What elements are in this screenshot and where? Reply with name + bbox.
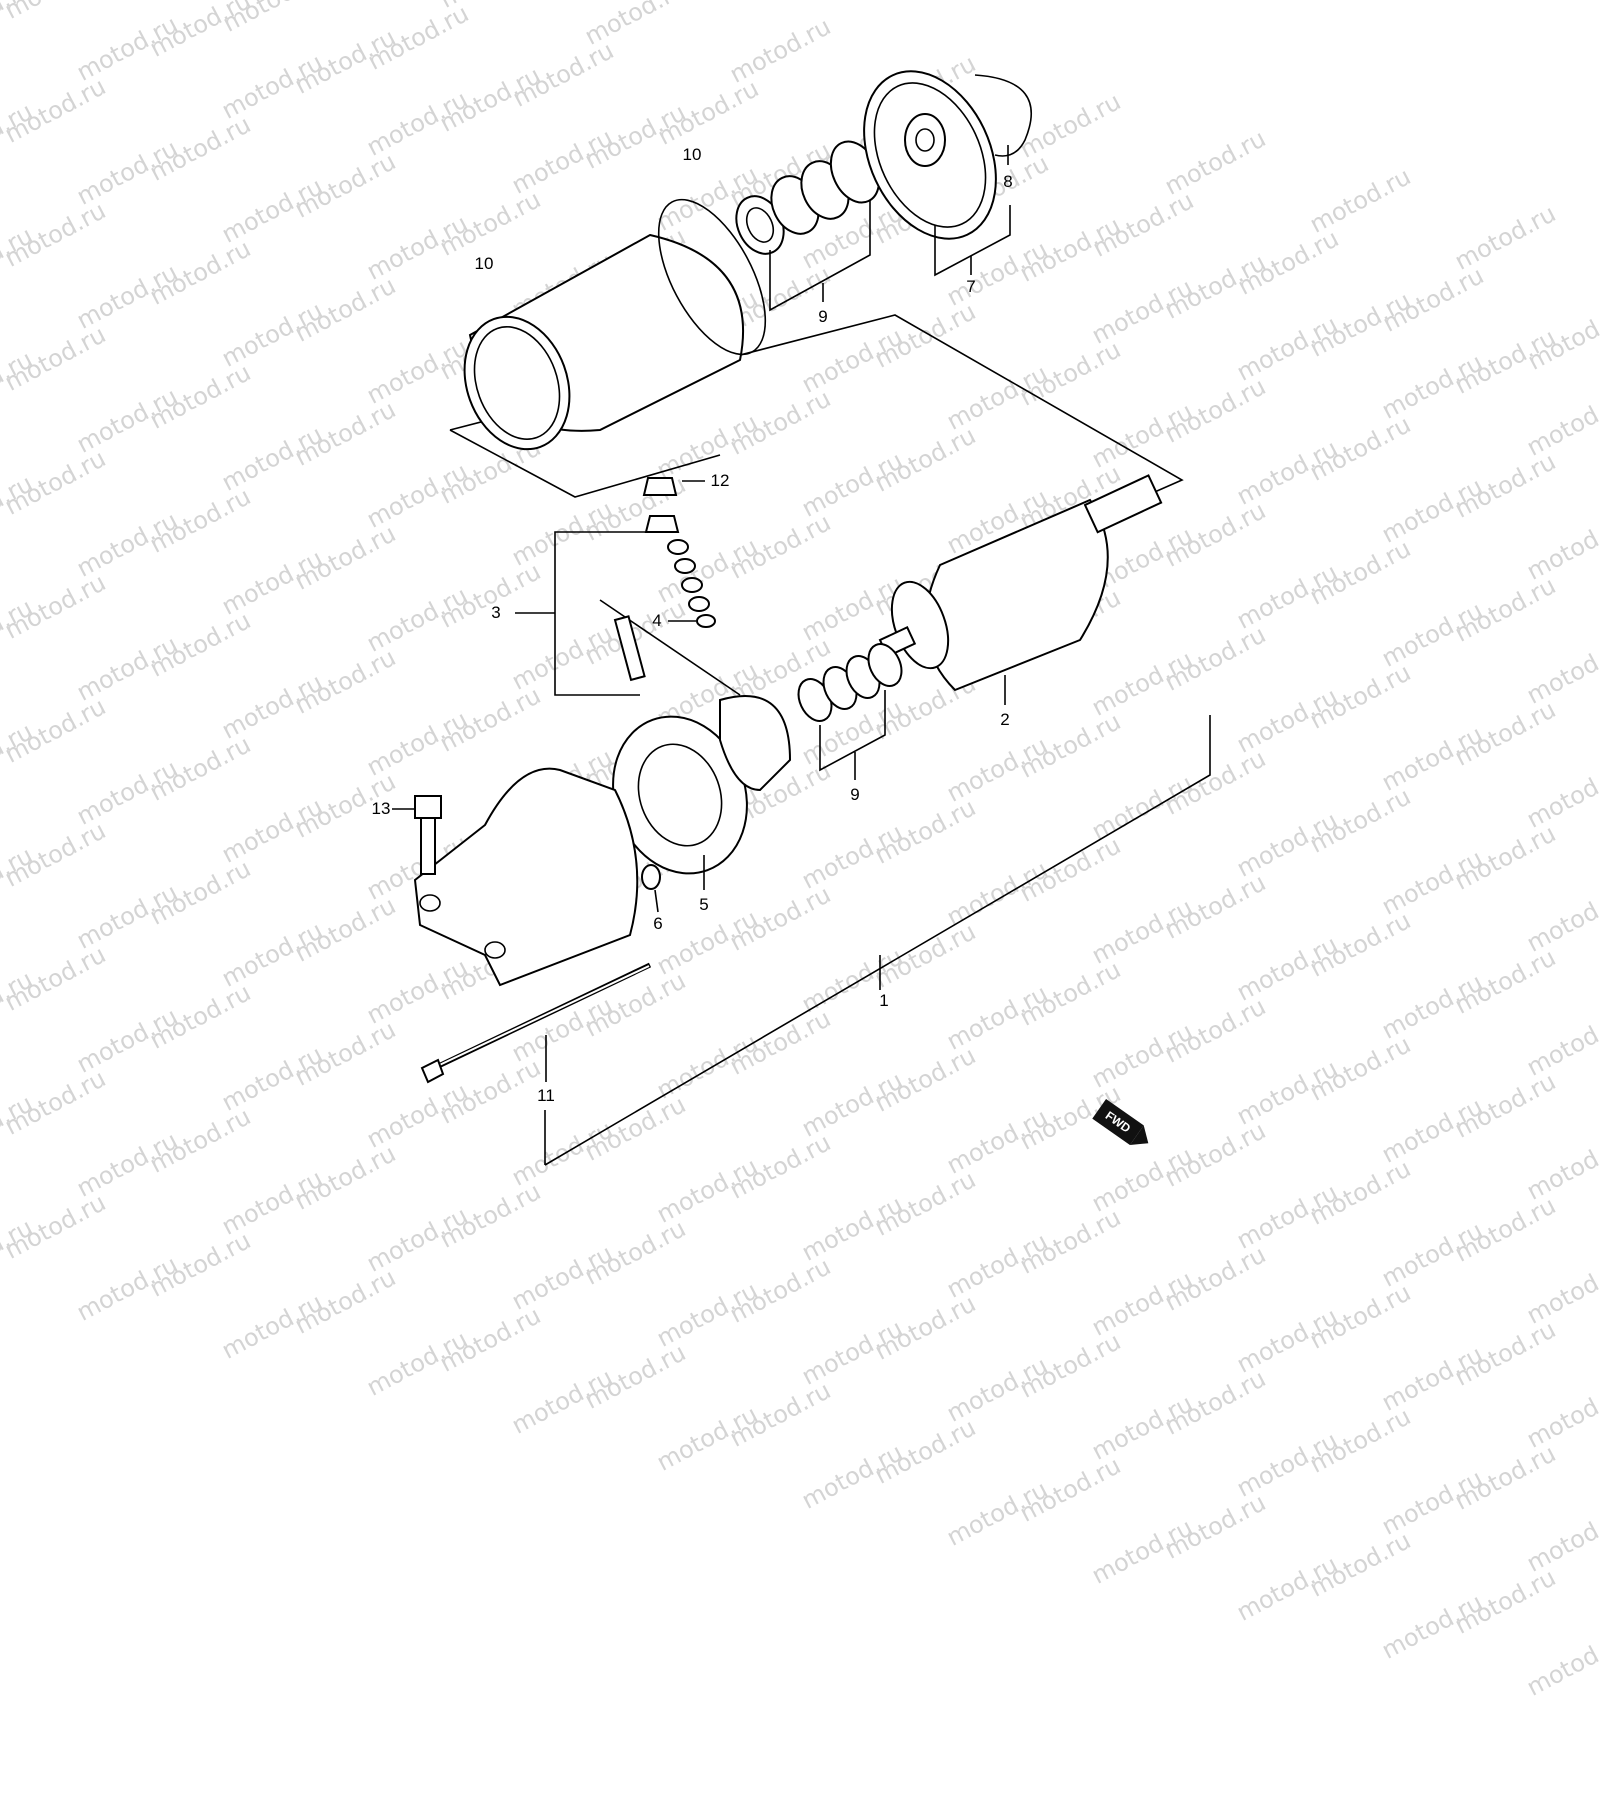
callout-c9a: 9 [818,307,827,327]
watermark-text: motod.ru [1377,1588,1487,1664]
watermark-text: motod.ru [1160,1488,1270,1564]
watermark-text: motod.ru [1160,1364,1270,1440]
watermark-text: motod.ru [1015,1327,1125,1403]
washer-set-bottom [792,639,908,727]
watermark-text: motod.ru [1305,1278,1415,1354]
watermark-text: motod.ru [1595,1353,1600,1429]
watermark-text: motod.ru [290,1263,400,1339]
watermark-text: motod.ru [1450,1439,1560,1515]
watermark-text: motod.ru [1595,1229,1600,1305]
watermark-text: motod.ru [1087,1513,1197,1589]
watermark-text: motod.ru [1015,1451,1125,1527]
watermark-text: motod.ru [1087,1389,1197,1465]
through-bolt-head [422,1060,443,1082]
drive-end-housing [415,769,637,985]
watermark-text: motod.ru [1522,1625,1600,1701]
callout-c2: 2 [1000,710,1009,730]
callout-c8: 8 [1003,172,1012,192]
callout-c12: 12 [711,471,730,491]
watermark-text: motod.ru [1450,1315,1560,1391]
watermark-text: motod.ru [942,1475,1052,1551]
watermark-text: motod.ru [1522,1253,1600,1329]
callout-c10a: 10 [683,145,702,165]
watermark-text: motod.ru [1595,1601,1600,1677]
watermark-text: motod.ru [1305,1526,1415,1602]
watermark-text: motod.ru [580,1338,690,1414]
watermark-text: motod.ru [435,1301,545,1377]
watermark-text: motod.ru [652,1400,762,1476]
callout-c6: 6 [653,914,662,934]
watermark-text: motod.ru [217,1288,327,1364]
callout-c4: 4 [652,611,661,631]
callout-c9b: 9 [850,785,859,805]
watermark-text: motod.ru [362,1325,472,1401]
watermark-text: motod.ru [362,1201,472,1277]
watermark-text: motod.ru [1232,1426,1342,1502]
watermark-text: motod.ru [942,1351,1052,1427]
callout-c5: 5 [699,895,708,915]
starter-motor-exploded-diagram [0,0,1600,1200]
callout-c10b: 10 [475,254,494,274]
watermark-text: motod.ru [1232,1550,1342,1626]
watermark-text: motod.ru [725,1376,835,1452]
callout-c11: 11 [537,1086,555,1106]
washer-set-top [727,134,888,262]
callout-c7: 7 [966,277,975,297]
watermark-text: motod.ru [870,1289,980,1365]
watermark-text: motod.ru [1377,1464,1487,1540]
watermark-text: motod.ru [1015,1203,1125,1279]
watermark-text: motod.ru [72,1250,182,1326]
watermark-text: motod.ru [652,1276,762,1352]
callout-c1: 1 [879,991,888,1011]
watermark-text: motod.ru [1450,1563,1560,1639]
terminal-nut-and-washers [615,478,715,680]
watermark-text: motod.ru [145,1226,255,1302]
callout-c3: 3 [491,603,500,623]
callout-c13: 13 [372,799,391,819]
watermark-text: motod.ru [1160,1240,1270,1316]
watermark-text: motod.ru [1305,1402,1415,1478]
watermark-text: motod.ru [580,1214,690,1290]
watermark-text: motod.ru [797,1438,907,1514]
watermark-text: motod.ru [1522,1501,1600,1577]
watermark-text: motod.ru [1595,1477,1600,1553]
watermark-text: motod.ru [507,1363,617,1439]
insulator [642,865,660,889]
watermark-text: motod.ru [1232,1302,1342,1378]
end-cover [838,50,1021,260]
watermark-text: motod.ru [797,1190,907,1266]
watermark-text: motod.ru [1377,1216,1487,1292]
watermark-text: motod.ru [797,1314,907,1390]
watermark-text: motod.ru [725,1252,835,1328]
watermark-text: motod.ru [0,1213,37,1289]
watermark-text: motod.ru [870,1413,980,1489]
assembly-bracket-top-lower [450,430,720,497]
armature [880,475,1161,690]
watermark-text: motod.ru [942,1227,1052,1303]
watermark-text: motod.ru [507,1239,617,1315]
watermark-text: motod.ru [1522,1377,1600,1453]
watermark-text: motod.ru [1377,1340,1487,1416]
watermark-text: motod.ru [1087,1265,1197,1341]
watermark-text: motod.ru [1450,1191,1560,1267]
